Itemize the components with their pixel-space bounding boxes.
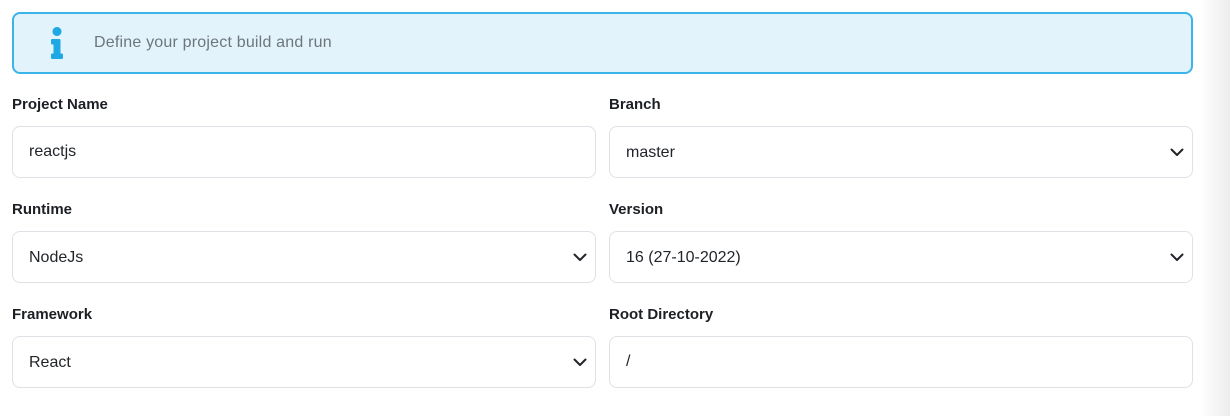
runtime-select[interactable]: NodeJs bbox=[12, 231, 596, 283]
branch-label: Branch bbox=[609, 96, 661, 113]
field-runtime: Runtime NodeJs bbox=[12, 201, 596, 283]
field-branch: Branch master bbox=[609, 96, 1193, 178]
field-root-directory: Root Directory bbox=[609, 306, 1193, 388]
project-form: Project Name Branch master bbox=[12, 96, 1193, 388]
form-content: Define your project build and run Projec… bbox=[12, 12, 1193, 388]
branch-select[interactable]: master bbox=[609, 126, 1193, 178]
field-framework: Framework React bbox=[12, 306, 596, 388]
version-select[interactable]: 16 (27-10-2022) bbox=[609, 231, 1193, 283]
version-label: Version bbox=[609, 201, 664, 218]
info-banner: Define your project build and run bbox=[12, 12, 1193, 74]
framework-label: Framework bbox=[12, 306, 93, 323]
runtime-label: Runtime bbox=[12, 201, 72, 218]
root-directory-label: Root Directory bbox=[609, 306, 714, 323]
root-directory-input[interactable] bbox=[609, 336, 1193, 388]
field-version: Version 16 (27-10-2022) bbox=[609, 201, 1193, 283]
info-icon bbox=[50, 27, 64, 59]
page-edge-shadow bbox=[1200, 0, 1230, 416]
field-project-name: Project Name bbox=[12, 96, 596, 178]
project-name-input[interactable] bbox=[12, 126, 596, 178]
framework-select[interactable]: React bbox=[12, 336, 596, 388]
project-name-label: Project Name bbox=[12, 96, 108, 113]
info-banner-message: Define your project build and run bbox=[94, 34, 332, 51]
